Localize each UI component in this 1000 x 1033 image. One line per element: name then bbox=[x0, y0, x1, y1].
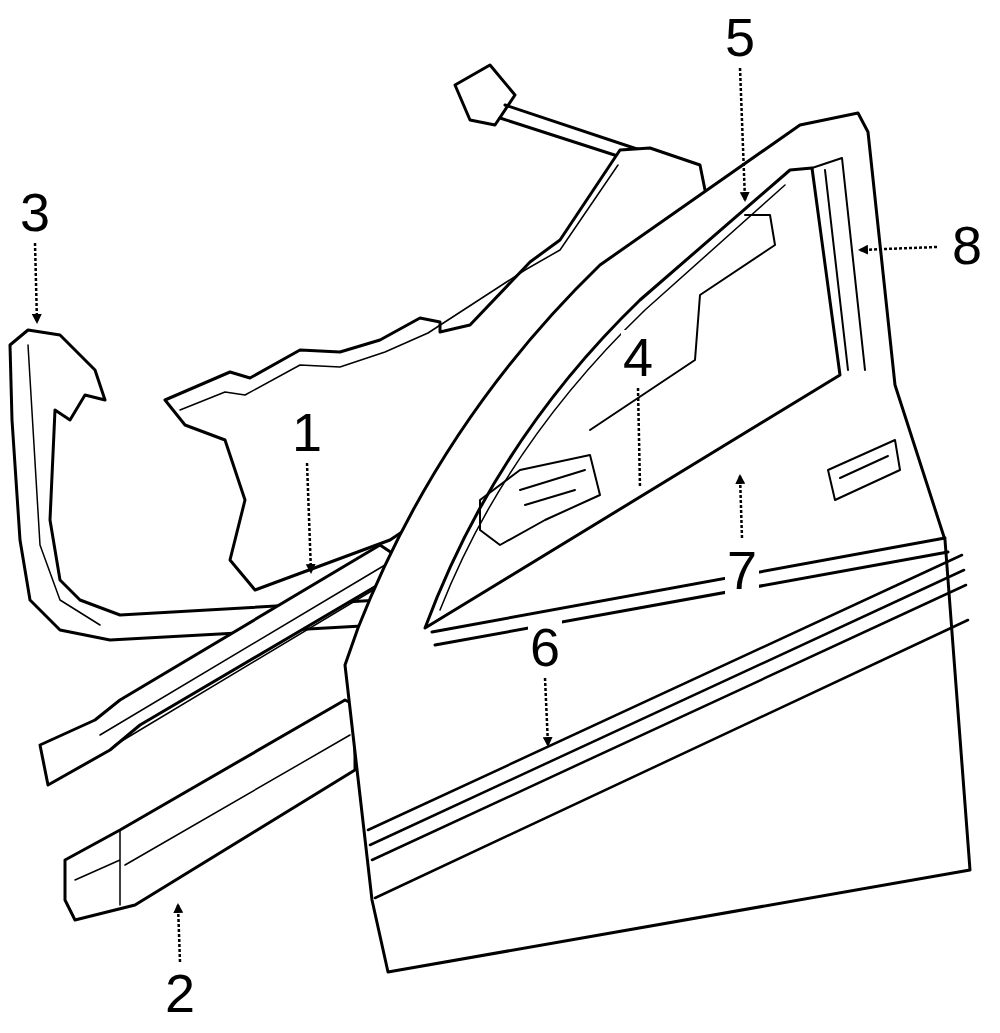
rocker-molding bbox=[65, 700, 355, 920]
leader-line bbox=[178, 905, 180, 962]
leader-line bbox=[307, 463, 311, 572]
callout-number: 2 bbox=[163, 966, 197, 1020]
callout-number: 3 bbox=[18, 185, 52, 239]
callout-number: 8 bbox=[950, 218, 984, 272]
run-channel bbox=[812, 158, 865, 370]
callout-number: 4 bbox=[621, 330, 655, 384]
door-handle bbox=[828, 440, 900, 500]
leader-line bbox=[35, 243, 37, 322]
glass-bracket bbox=[590, 215, 775, 430]
callout-number: 1 bbox=[290, 405, 324, 459]
door-shell bbox=[345, 113, 970, 972]
side-molding bbox=[368, 555, 968, 898]
callout-number: 6 bbox=[528, 620, 562, 674]
callout-number: 5 bbox=[723, 10, 757, 64]
leader-line bbox=[860, 247, 937, 250]
leader-line bbox=[740, 68, 745, 200]
callout-number: 7 bbox=[725, 543, 759, 597]
leader-line bbox=[740, 476, 742, 538]
mirror bbox=[455, 65, 640, 160]
leader-line bbox=[545, 678, 548, 745]
leader-line bbox=[638, 388, 640, 488]
regulator bbox=[480, 455, 600, 545]
